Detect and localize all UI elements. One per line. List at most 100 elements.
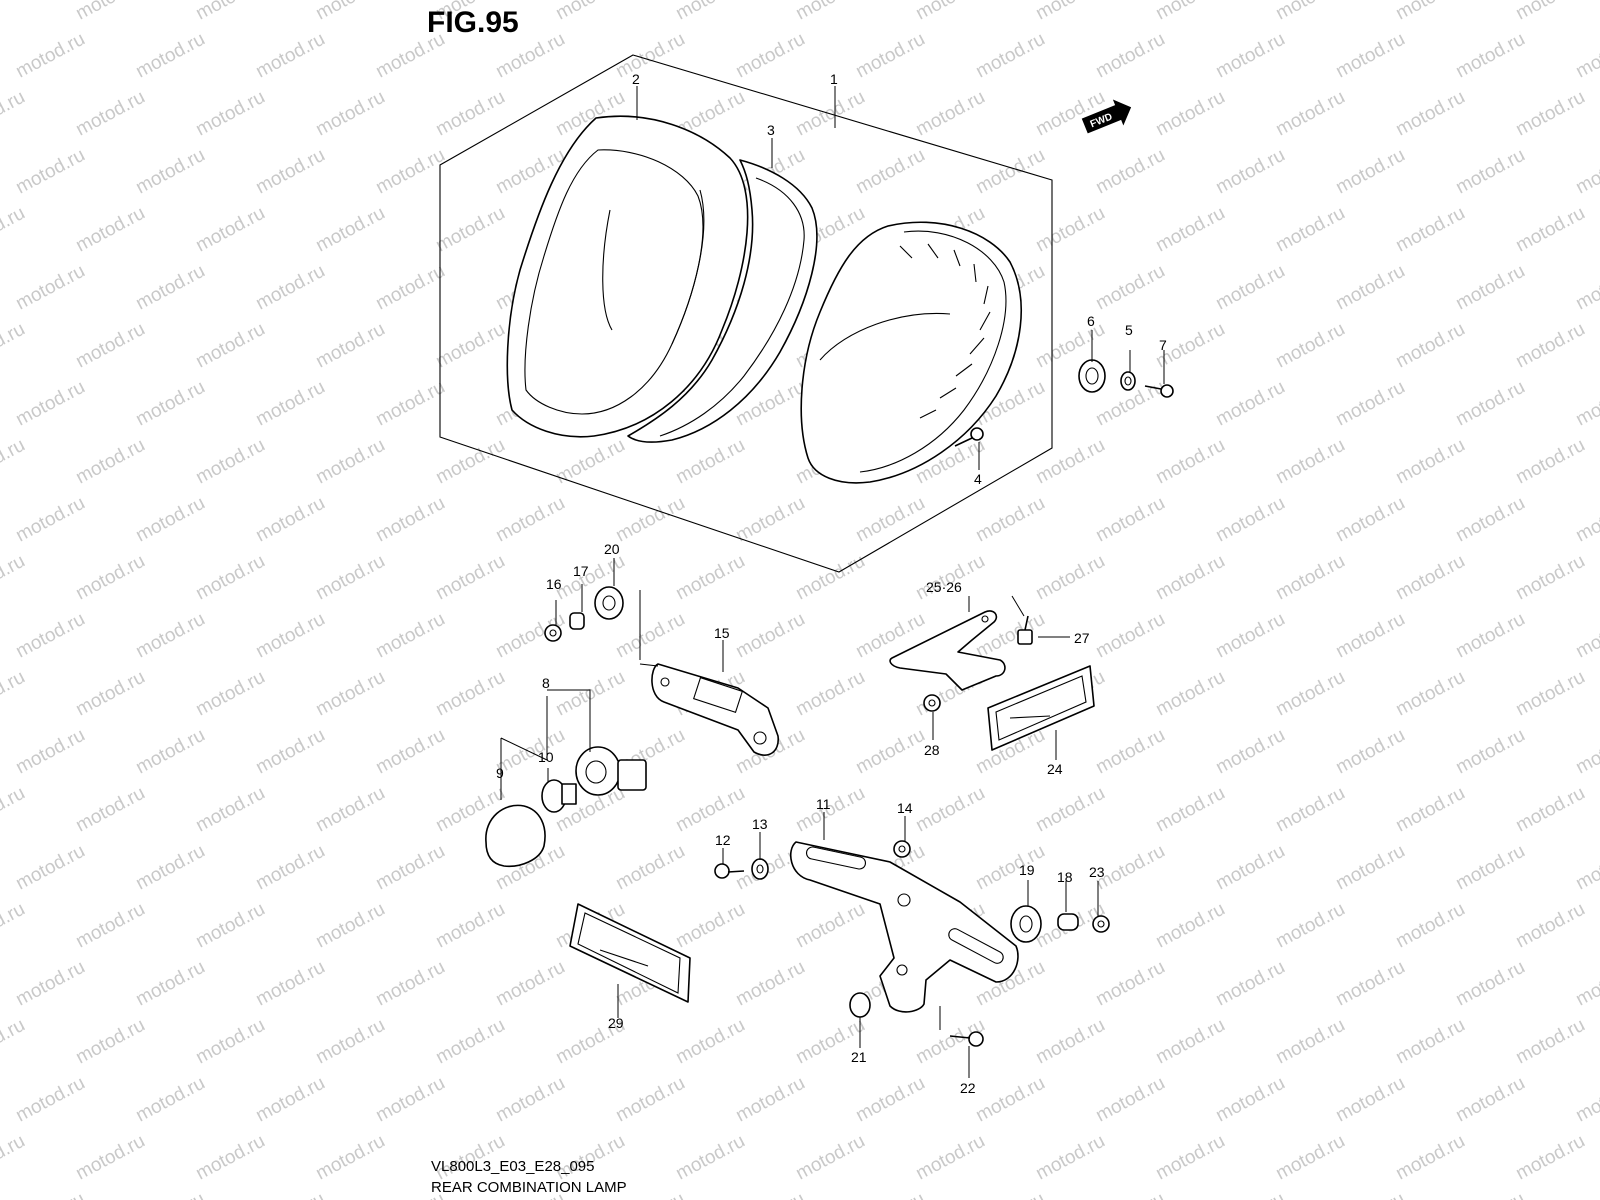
watermark-text: motod.ru (132, 493, 208, 547)
watermark-text: motod.ru (252, 841, 328, 895)
watermark-text: motod.ru (1272, 435, 1348, 489)
watermark-text: motod.ru (1272, 899, 1348, 953)
watermark-text: motod.ru (1572, 29, 1600, 83)
watermark-text: motod.ru (312, 87, 388, 141)
watermark-text: motod.ru (1392, 203, 1468, 257)
watermark-text: motod.ru (1452, 957, 1528, 1011)
watermark-text: motod.ru (1572, 493, 1600, 547)
watermark-text: motod.ru (72, 667, 148, 721)
callout-7: 7 (1159, 337, 1167, 353)
watermark-text: motod.ru (312, 1131, 388, 1185)
watermark-text: motod.ru (312, 551, 388, 605)
watermark-text: motod.ru (1152, 203, 1228, 257)
callout-28: 28 (924, 742, 940, 758)
watermark-text: motod.ru (1092, 609, 1168, 663)
callout-16: 16 (546, 576, 562, 592)
watermark-text: motod.ru (252, 1073, 328, 1127)
watermark-text: motod.ru (612, 841, 688, 895)
watermark-text: motod.ru (72, 87, 148, 141)
watermark-text: motod.ru (312, 203, 388, 257)
lens-part-9 (485, 804, 546, 868)
watermark-text: motod.ru (612, 29, 688, 83)
watermark-text: motod.ru (72, 783, 148, 837)
watermark-text: motod.ru (72, 319, 148, 373)
watermark-text: motod.ru (852, 1073, 928, 1127)
watermark-text: motod.ru (0, 0, 29, 24)
watermark-text: motod.ru (672, 899, 748, 953)
gasket-part (627, 159, 818, 443)
callout-20: 20 (604, 541, 620, 557)
watermark-text: motod.ru (1452, 261, 1528, 315)
watermark-text: motod.ru (732, 609, 808, 663)
watermark-text: motod.ru (1572, 1189, 1600, 1200)
watermark-text: motod.ru (1032, 0, 1108, 24)
nut-part-16 (544, 624, 562, 642)
lens-rim-part (506, 115, 749, 438)
watermark-text: motod.ru (192, 319, 268, 373)
callout-24: 24 (1047, 761, 1063, 777)
watermark-text: motod.ru (1332, 377, 1408, 431)
watermark-text: motod.ru (792, 551, 868, 605)
watermark-text: motod.ru (252, 957, 328, 1011)
watermark-text: motod.ru (852, 725, 928, 779)
watermark-text: motod.ru (132, 29, 208, 83)
cap-part-21 (849, 992, 871, 1018)
watermark-text: motod.ru (1212, 1073, 1288, 1127)
watermark-text: motod.ru (192, 0, 268, 24)
watermark-text: motod.ru (312, 435, 388, 489)
watermark-text: motod.ru (732, 1073, 808, 1127)
watermark-text: motod.ru (372, 841, 448, 895)
watermark-text: motod.ru (1392, 783, 1468, 837)
watermark-text: motod.ru (312, 783, 388, 837)
watermark-text: motod.ru (1152, 0, 1228, 24)
callout-22: 22 (960, 1080, 976, 1096)
watermark-text: motod.ru (792, 1131, 868, 1185)
watermark-text: motod.ru (792, 899, 868, 953)
screw-part-7 (1144, 384, 1174, 398)
watermark-text: motod.ru (12, 377, 88, 431)
watermark-text: motod.ru (612, 609, 688, 663)
watermark-text: motod.ru (1332, 261, 1408, 315)
watermark-text: motod.ru (1452, 725, 1528, 779)
watermark-text: motod.ru (492, 493, 568, 547)
callout-17: 17 (573, 563, 589, 579)
watermark-text: motod.ru (1032, 203, 1108, 257)
watermark-text: motod.ru (492, 725, 568, 779)
watermark-text: motod.ru (0, 319, 29, 373)
watermark-text: motod.ru (972, 493, 1048, 547)
watermark-text: motod.ru (1032, 1131, 1108, 1185)
watermark-text: motod.ru (1452, 493, 1528, 547)
watermark-text: motod.ru (1512, 899, 1588, 953)
watermark-text: motod.ru (1032, 551, 1108, 605)
watermark-text: motod.ru (0, 899, 29, 953)
watermark-text: motod.ru (192, 899, 268, 953)
watermark-text: motod.ru (0, 783, 29, 837)
watermark-text: motod.ru (132, 725, 208, 779)
watermark-text: motod.ru (12, 725, 88, 779)
watermark-text: motod.ru (792, 0, 868, 24)
watermark-text: motod.ru (1512, 783, 1588, 837)
watermark-text: motod.ru (1452, 145, 1528, 199)
leader-lines (500, 86, 1165, 1078)
watermark-text: motod.ru (672, 0, 748, 24)
watermark-text: motod.ru (732, 493, 808, 547)
callout-4: 4 (974, 471, 982, 487)
callout-6: 6 (1087, 313, 1095, 329)
watermark-text: motod.ru (372, 261, 448, 315)
grommet-part-6 (1078, 359, 1106, 393)
watermark-text: motod.ru (1452, 609, 1528, 663)
watermark-text: motod.ru (1392, 899, 1468, 953)
watermark-text: motod.ru (732, 957, 808, 1011)
watermark-text: motod.ru (1392, 1015, 1468, 1069)
callout-11: 11 (816, 796, 831, 812)
watermark-text: motod.ru (912, 783, 988, 837)
watermark-text: motod.ru (1032, 435, 1108, 489)
watermark-text: motod.ru (0, 1015, 29, 1069)
watermark-text: motod.ru (1452, 841, 1528, 895)
watermark-text: motod.ru (972, 1189, 1048, 1200)
callout-18: 18 (1057, 869, 1073, 885)
watermark-text: motod.ru (672, 435, 748, 489)
watermark-text: motod.ru (72, 203, 148, 257)
lamp-housing-part (800, 221, 1023, 484)
watermark-text: motod.ru (1332, 841, 1408, 895)
